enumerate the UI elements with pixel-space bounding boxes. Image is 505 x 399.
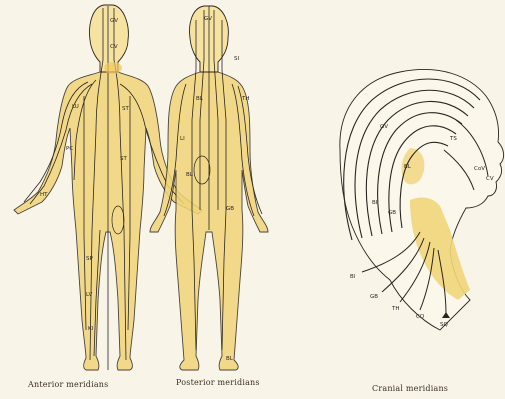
posterior-label-5: LI [180, 136, 185, 142]
cranial-label-gb: GB [370, 294, 378, 300]
posterior-label-7: GB [226, 206, 234, 212]
cranial-label-cv: CV [486, 176, 494, 182]
posterior-figure: GV BL SI TH LI BL GB BL [150, 6, 268, 370]
anterior-neck-highlight [104, 62, 122, 74]
anterior-label-1: GV [110, 18, 118, 24]
anterior-label-9: KI [88, 326, 94, 332]
anterior-label-7: SP [86, 256, 93, 262]
posterior-label-2: BL [196, 96, 204, 102]
cranial-figure: Bl GB TH CO SQ CV GV TS BI GB CoV BL [340, 69, 504, 330]
cranial-label-bi: BI [372, 200, 378, 206]
cranial-label-bl2: BL [404, 164, 412, 170]
posterior-label-1: GV [204, 16, 212, 22]
cranial-label-co: CO [416, 314, 425, 320]
cranial-label-bl: Bl [350, 274, 356, 280]
anterior-head [90, 5, 129, 72]
posterior-label-4: TH [241, 96, 250, 102]
cranial-caption: Cranial meridians [372, 384, 448, 393]
posterior-label-3: SI [234, 56, 239, 62]
cranial-label-th: TH [391, 306, 400, 312]
cranial-label-gb2: GB [388, 210, 396, 216]
anterior-caption: Anterior meridians [28, 380, 108, 389]
posterior-label-8: BL [226, 356, 234, 362]
anterior-figure: GV CV LU PC HT ST SP LV KI ST [14, 5, 202, 370]
posterior-label-6: BL [186, 172, 194, 178]
cranial-label-cov: CoV [474, 166, 485, 172]
anterior-label-4: PC [66, 146, 73, 152]
anterior-label-10: ST [122, 106, 129, 112]
anterior-label-8: LV [86, 292, 92, 298]
anterior-label-6: ST [120, 156, 127, 162]
anterior-label-5: HT [40, 192, 48, 198]
cranial-label-ts: TS [449, 136, 457, 142]
cranial-label-sq: SQ [440, 322, 448, 328]
cranial-label-gv: GV [380, 124, 388, 130]
anterior-label-2: CV [110, 44, 118, 50]
anterior-label-3: LU [72, 104, 79, 110]
posterior-caption: Posterior meridians [176, 378, 260, 387]
